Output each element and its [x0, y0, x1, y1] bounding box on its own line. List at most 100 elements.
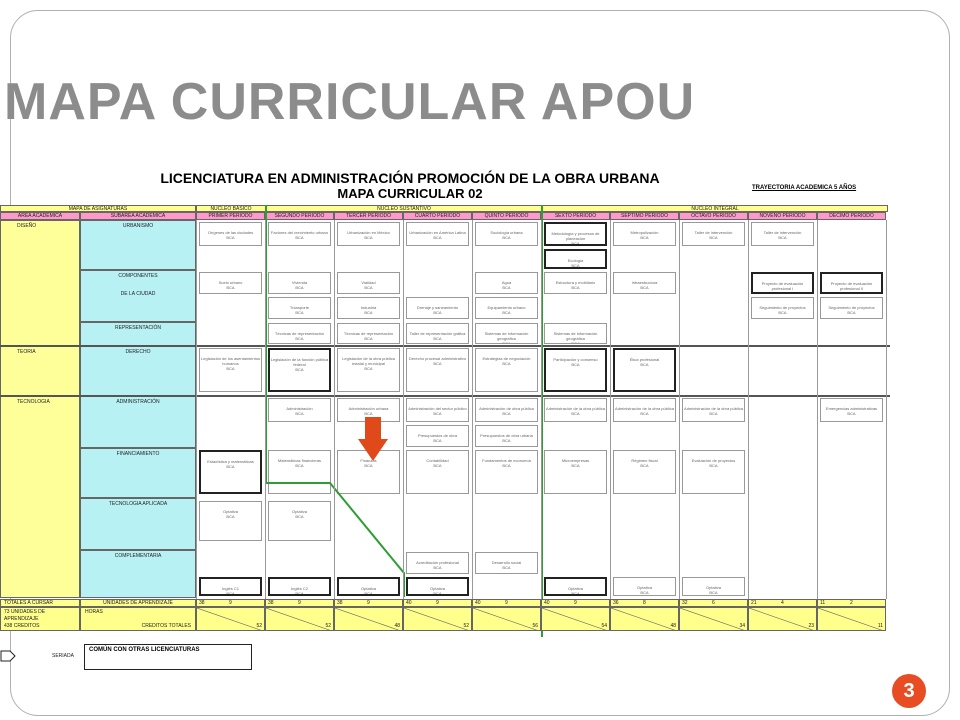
course-code: BCA [571, 285, 580, 290]
subarea-financiamiento: FINANCIAMIENTO [80, 448, 196, 498]
course-code: BCA [433, 438, 442, 443]
totals-unidades-value: 2 [850, 600, 853, 606]
totals-creditos-value: 56 [532, 623, 538, 629]
course-code: BCA [502, 285, 511, 290]
header-subarea: SUBAREA ACADEMICA [80, 212, 196, 220]
totals-horas-value: 32 [682, 600, 688, 606]
course-code: BCA [364, 591, 373, 596]
course-code: BCA [571, 463, 580, 468]
totals-horas-value: 40 [406, 600, 412, 606]
course-cell[interactable]: Legislación de los asentamientos humanos… [199, 348, 262, 392]
totals-diagonal [818, 608, 883, 630]
course-label: Microempresas [561, 458, 590, 463]
course-cell[interactable]: Legislación de la obra pública estatal y… [337, 348, 400, 392]
course-label: Régimen fiscal [631, 458, 658, 463]
course-code: BCA [571, 341, 580, 344]
totals-horas-value: 38 [337, 600, 343, 606]
course-code: BCA [502, 310, 511, 315]
seriation-lines [266, 482, 405, 597]
totals-creditos-value: 48 [394, 623, 400, 629]
totals-creditos-value: 54 [601, 623, 607, 629]
course-label: Urbanización en México [347, 230, 390, 235]
totals-creditos-value: 48 [670, 623, 676, 629]
course-code: BCA [571, 411, 580, 416]
course-cell[interactable]: Legislación de la función pública federa… [268, 348, 331, 392]
course-label: Legislación de los asentamientos humanos [201, 356, 260, 366]
totals-creditos-cell: 48 [334, 607, 403, 631]
course-label: Desarrollo social [491, 560, 522, 565]
course-label: Optativa [706, 585, 721, 590]
course-label: Evaluación de proyectos [691, 458, 736, 463]
course-label: Finanzas [360, 458, 377, 463]
totals-diagonal [680, 608, 745, 630]
totals-creditos-cell: 52 [265, 607, 334, 631]
course-label: Acreditación profesional [416, 560, 459, 565]
period-header: SEPTIMO PERIODO [610, 212, 679, 220]
totals-creditos-cell: 52 [403, 607, 472, 631]
